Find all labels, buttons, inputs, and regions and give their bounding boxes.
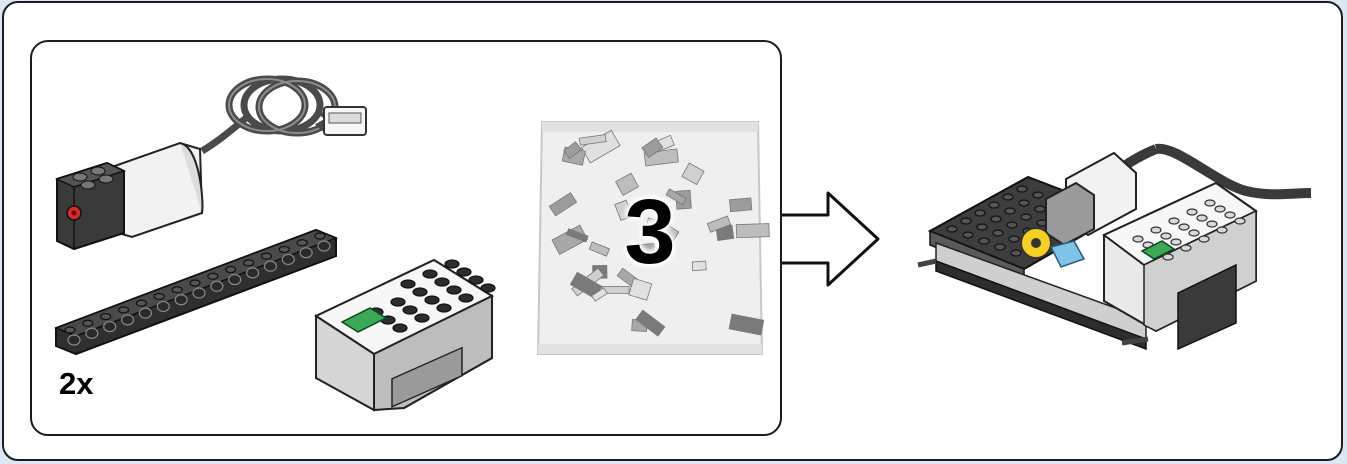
quantity-label: 2x bbox=[59, 368, 93, 399]
motor-icon bbox=[52, 63, 382, 243]
beam-icon bbox=[54, 228, 344, 363]
assembled-model-icon bbox=[916, 143, 1326, 358]
hub-icon bbox=[304, 258, 504, 418]
bag-number: 3 bbox=[604, 186, 696, 278]
arrow-icon bbox=[780, 191, 884, 287]
